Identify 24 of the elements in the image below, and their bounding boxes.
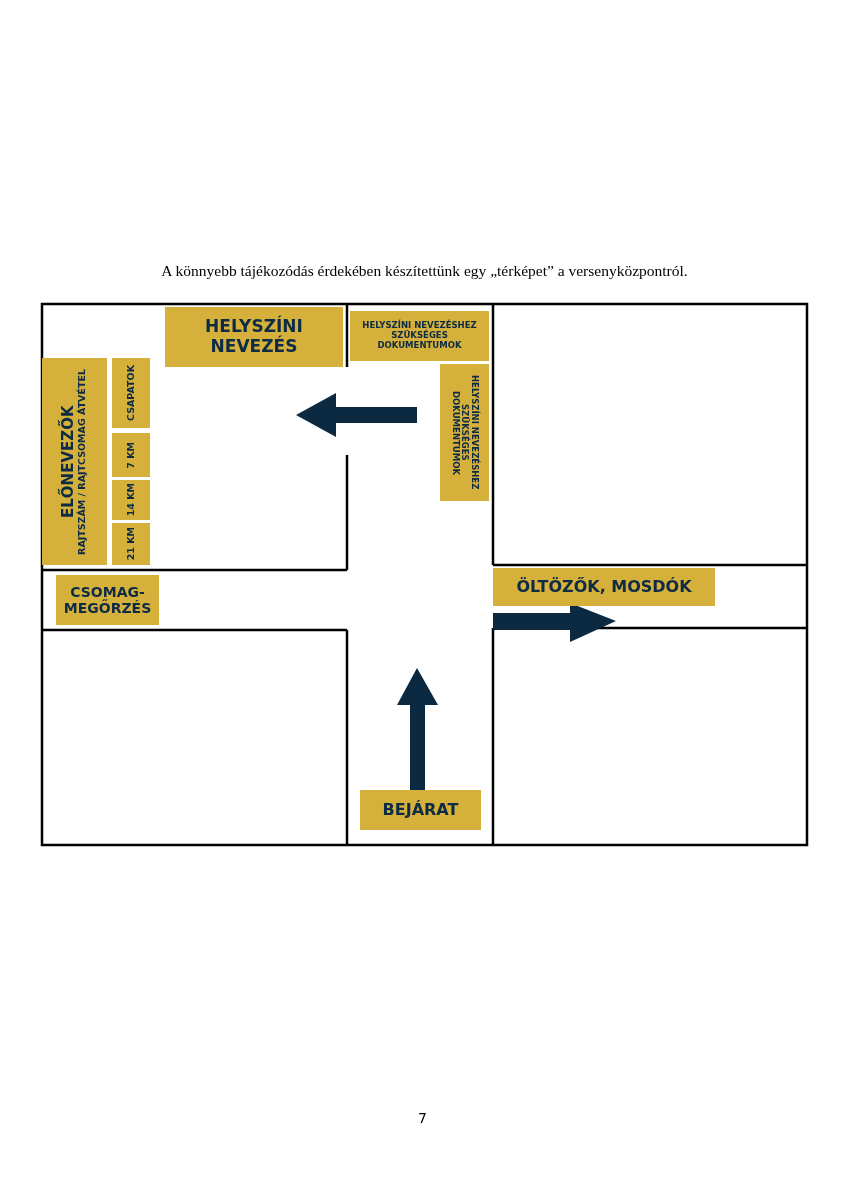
sign-board <box>493 568 715 606</box>
sign-text: CSAPATOK <box>125 365 137 421</box>
map-title: A könnyebb tájékozódás érdekében készítettünk egy „térképet” a versenyközpontról. <box>160 262 689 280</box>
sign-text: HELYSZÍNI NEVEZÉSHEZ SZÜKSÉGES DOKUMENTUMOK <box>361 321 478 351</box>
sign-board <box>42 358 107 565</box>
sign-board <box>56 575 159 625</box>
sign-board <box>112 480 150 520</box>
sign-board <box>112 358 150 428</box>
sign-text: ÖLTÖZŐK, MOSDÓK <box>516 577 692 597</box>
sign-board <box>440 364 489 501</box>
sign-board <box>112 523 150 565</box>
sign-text: BEJÁRAT <box>382 800 459 820</box>
sign-text: 14 KM <box>125 483 137 517</box>
sign-board <box>360 790 481 830</box>
sign-text: 21 KM <box>125 527 137 561</box>
sign-text: 7 KM <box>125 441 137 469</box>
sign-text: HELYSZÍNI NEVEZÉS <box>204 317 304 357</box>
sign-board <box>112 433 150 477</box>
sign-board <box>350 311 489 361</box>
page-number: 7 <box>418 1110 427 1126</box>
sign-board <box>165 307 343 367</box>
sign-subtext: RAJTSZÁM / RAJTCSOMAG ÁTVÉTEL <box>77 368 89 555</box>
sign-text: HELYSZÍNI NEVEZÉSHEZ SZÜKSÉGES DOKUMENTUMOK <box>449 374 480 492</box>
sign-text: CSOMAG- MEGŐRZÉS <box>62 583 153 617</box>
